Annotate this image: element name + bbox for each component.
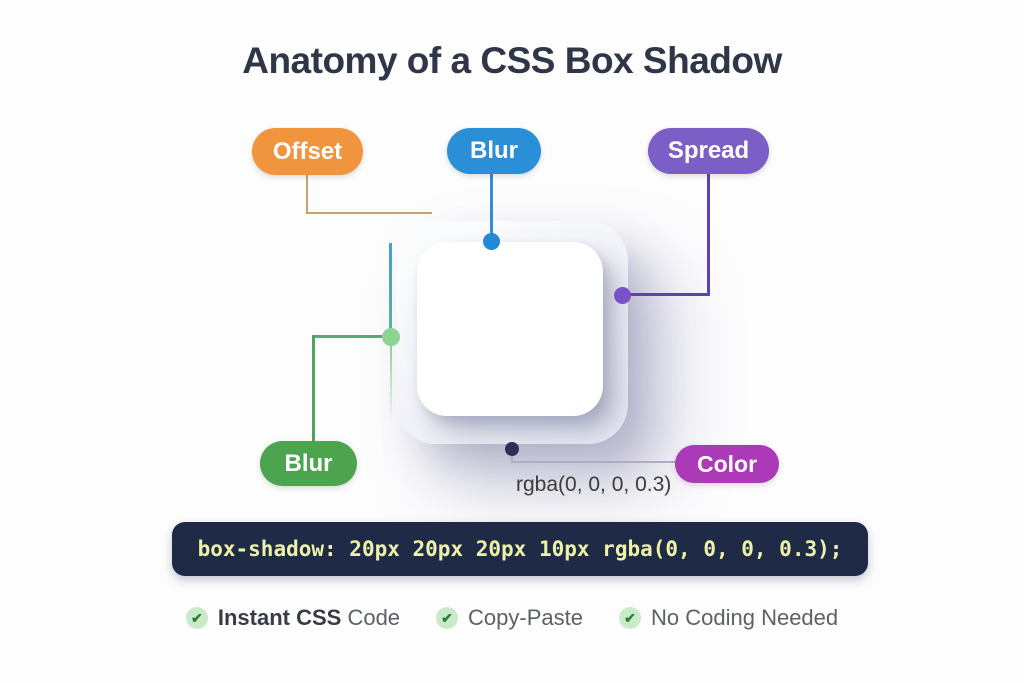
color-marker-dot-icon <box>505 442 519 456</box>
color-connector-line <box>511 454 513 463</box>
code-snippet-text: box-shadow: 20px 20px 20px 10px rgba(0, … <box>197 537 843 561</box>
spread-marker-dot-icon <box>614 287 631 304</box>
label-pill-color: Color <box>675 445 779 483</box>
blur-marker-dot-icon <box>483 233 500 250</box>
blur-left-connector-line <box>312 335 315 441</box>
label-pill-spread: Spread <box>648 128 769 174</box>
feature-instant-css-code: ✔ Instant CSS Code <box>185 605 400 631</box>
blur-connector-line <box>490 174 493 241</box>
features-row: ✔ Instant CSS Code ✔ Copy-Paste ✔ No Cod… <box>0 605 1024 631</box>
feature-label-rest: Copy-Paste <box>468 605 583 630</box>
page-title: Anatomy of a CSS Box Shadow <box>242 40 782 81</box>
code-snippet-block: box-shadow: 20px 20px 20px 10px rgba(0, … <box>172 522 868 576</box>
color-connector-line <box>511 461 676 463</box>
feature-label-bold: Instant CSS <box>217 605 342 630</box>
shadow-demo-inner-box <box>417 242 603 416</box>
feature-label-rest: No Coding Needed <box>651 605 839 630</box>
label-pill-blur-top: Blur <box>447 128 541 174</box>
rgba-value-label: rgba(0, 0, 0, 0.3) <box>516 473 672 496</box>
blur-left-marker-dot-icon <box>382 328 400 346</box>
label-pill-blur-left: Blur <box>260 441 357 486</box>
label-pill-offset: Offset <box>252 128 363 175</box>
check-icon: ✔ <box>185 607 208 629</box>
feature-label: Instant CSS Code <box>218 605 400 631</box>
feature-label-rest: Code <box>341 605 401 630</box>
spread-connector-line <box>628 293 709 296</box>
blur-left-connector-line <box>314 335 384 338</box>
blur-edge-leader-line <box>390 346 392 418</box>
feature-no-coding-needed: ✔ No Coding Needed <box>619 605 838 631</box>
offset-connector-line <box>306 212 432 214</box>
blur-edge-leader-line <box>389 243 392 338</box>
check-icon: ✔ <box>436 607 459 629</box>
spread-connector-line <box>707 174 710 296</box>
offset-connector-line <box>306 175 308 213</box>
feature-label: Copy-Paste <box>468 605 583 631</box>
check-icon: ✔ <box>619 607 641 629</box>
feature-copy-paste: ✔ Copy-Paste <box>436 605 583 631</box>
feature-label: No Coding Needed <box>651 605 838 631</box>
